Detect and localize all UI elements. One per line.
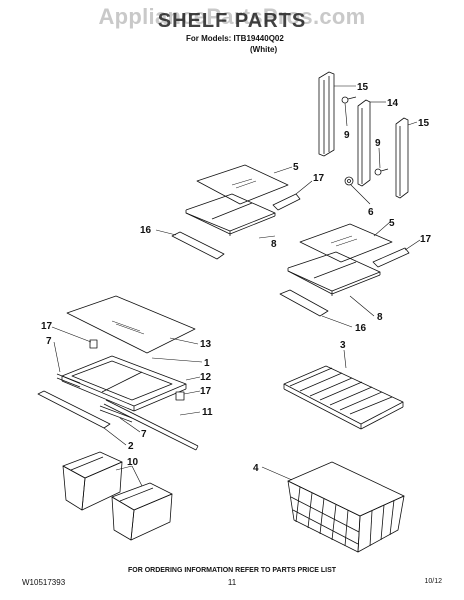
color-label: (White) <box>250 45 278 54</box>
document-date: 10/12 <box>424 578 442 585</box>
callout-16-a: 16 <box>140 225 152 236</box>
part-10-crisper-drawer-right <box>111 482 173 541</box>
callout-2: 2 <box>128 441 134 452</box>
part-8-frame-upper <box>185 193 276 236</box>
callout-4: 4 <box>253 463 259 474</box>
ordering-info: FOR ORDERING INFORMATION REFER TO PARTS … <box>127 567 337 574</box>
callout-16-b: 16 <box>355 323 367 334</box>
part-16-trim-lower <box>279 289 329 317</box>
callout-13: 13 <box>200 339 212 350</box>
part-2-trim-bar <box>37 390 111 429</box>
part-15-rail-left <box>318 71 335 157</box>
watermark: AppliancePartsPros.com <box>98 4 366 29</box>
part-17-clip-left <box>89 339 98 349</box>
callout-labels: 15 14 9 15 9 5 17 6 16 8 5 17 8 16 17 7 … <box>41 82 432 474</box>
part-11-rail <box>103 399 199 451</box>
part-6-nut <box>344 176 354 186</box>
callout-17-d: 17 <box>200 386 212 397</box>
part-7-slide-right <box>99 405 133 423</box>
part-9-screw <box>341 96 357 104</box>
callout-5-b: 5 <box>389 218 395 229</box>
callout-15-b: 15 <box>418 118 430 129</box>
part-9-screw-b <box>374 168 389 176</box>
part-4-wire-basket <box>287 461 405 553</box>
callout-17-c: 17 <box>41 321 53 332</box>
callout-17-a: 17 <box>313 173 325 184</box>
model-info: For Models: ITB19440Q02 (White) <box>186 33 284 55</box>
callout-11: 11 <box>202 407 213 418</box>
callout-8-b: 8 <box>377 312 383 323</box>
callout-17-b: 17 <box>420 234 432 245</box>
part-15-rail-right <box>395 117 409 199</box>
part-14-rail <box>357 99 371 187</box>
callout-7-a: 7 <box>46 336 52 347</box>
part-13-crisper-glass <box>66 295 196 354</box>
callout-5-a: 5 <box>293 162 299 173</box>
part-3-wire-shelf <box>283 365 404 430</box>
leader-lines <box>51 85 421 487</box>
callout-9-b: 9 <box>375 138 381 149</box>
callout-10: 10 <box>127 457 139 468</box>
part-17-trim-lower <box>372 247 410 268</box>
callout-6: 6 <box>368 207 374 218</box>
callout-12: 12 <box>200 372 212 383</box>
document-code: W10517393 <box>22 578 66 587</box>
callout-7-b: 7 <box>141 429 147 440</box>
part-5-glass-shelf-upper <box>196 164 289 205</box>
callout-15-a: 15 <box>357 82 369 93</box>
part-8-frame-lower <box>287 251 381 296</box>
callout-1: 1 <box>204 358 210 369</box>
page-title: SHELF PARTS <box>157 10 307 32</box>
part-5-glass-shelf-lower <box>299 223 393 263</box>
part-17-trim-upper <box>272 193 301 211</box>
callout-14: 14 <box>387 98 399 109</box>
part-16-trim-upper <box>171 231 225 260</box>
callout-9-a: 9 <box>344 130 350 141</box>
part-10-crisper-drawer-left <box>62 451 123 511</box>
models-label: For Models: ITB19440Q02 <box>186 34 284 43</box>
callout-8-a: 8 <box>271 239 277 250</box>
part-7-slide-left <box>56 373 81 388</box>
part-1-crisper-frame <box>61 355 187 412</box>
callout-3: 3 <box>340 340 346 351</box>
page-number: 11 <box>227 578 237 587</box>
part-17-clip-right <box>175 391 185 401</box>
